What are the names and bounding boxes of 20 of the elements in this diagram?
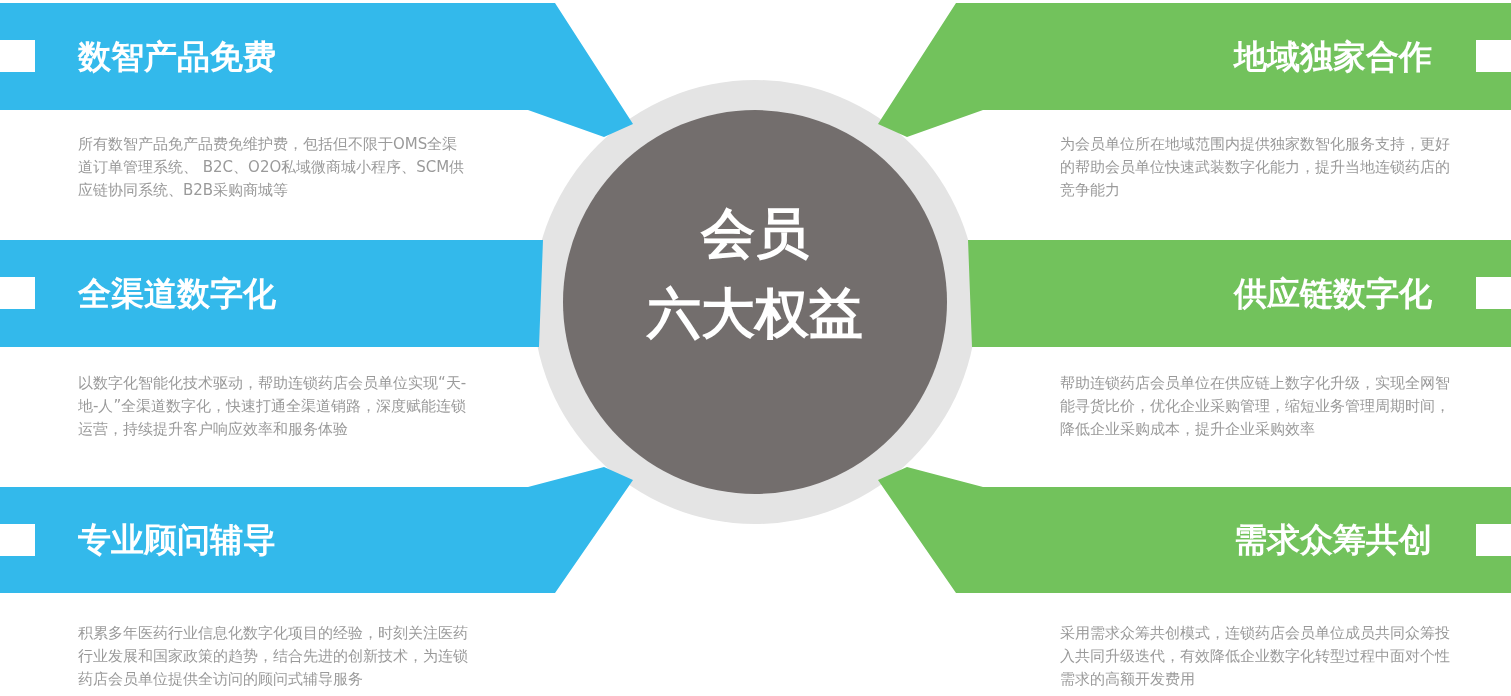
banner — [878, 467, 1511, 593]
description-text: 积累多年医药行业信息化数字化项目的经验，时刻关注医药行业发展和国家政策的趋势，结合先进的创新技术，为连锁药店会员单位提供全访问的顾问式辅导服务 — [78, 623, 469, 690]
banner — [0, 467, 633, 593]
banner-title: 供应链数字化 — [1234, 273, 1432, 314]
banner-title: 专业顾问辅导 — [78, 520, 276, 560]
description-text: 为会员单位所在地域范围内提供独家数智化服务支持，更好的帮助会员单位快速武装数字化能力，提升当地连锁药店的竞争能力 — [1060, 134, 1451, 201]
banner-title: 数智产品免费 — [78, 36, 276, 77]
banner-title: 全渠道数字化 — [78, 273, 276, 314]
banner-title: 地域独家合作 — [1234, 36, 1432, 77]
center-title: 六大权益 — [645, 282, 864, 346]
description-text: 所有数智产品免产品费免维护费，包括但不限于OMS全渠道订单管理系统、 B2C、O2O私域微商城小程序、SCM供应链协同系统、B2B采购商城等 — [78, 134, 466, 201]
banner-title: 需求众筹共创 — [1234, 520, 1432, 560]
banner — [878, 3, 1511, 137]
banner — [0, 240, 543, 347]
banner — [0, 3, 633, 137]
center-title: 会员 — [699, 202, 810, 266]
description-text: 帮助连锁药店会员单位在供应链上数字化升级，实现全网智能寻货比价，优化企业采购管理，缩短业务管理周期时间，降低企业采购成本，提升企业采购效率 — [1060, 373, 1451, 440]
description-text: 以数字化智能化技术驱动，帮助连锁药店会员单位实现“天-地-人”全渠道数字化，快速打通全渠道销路，深度赋能连锁运营，持续提升客户响应效率和服务体验 — [78, 373, 468, 440]
description-text: 采用需求众筹共创模式，连锁药店会员单位成员共同众筹投入共同升级迭代，有效降低企业数字化转型过程中面对个性需求的高额开发费用 — [1060, 623, 1451, 690]
banner — [968, 240, 1511, 347]
